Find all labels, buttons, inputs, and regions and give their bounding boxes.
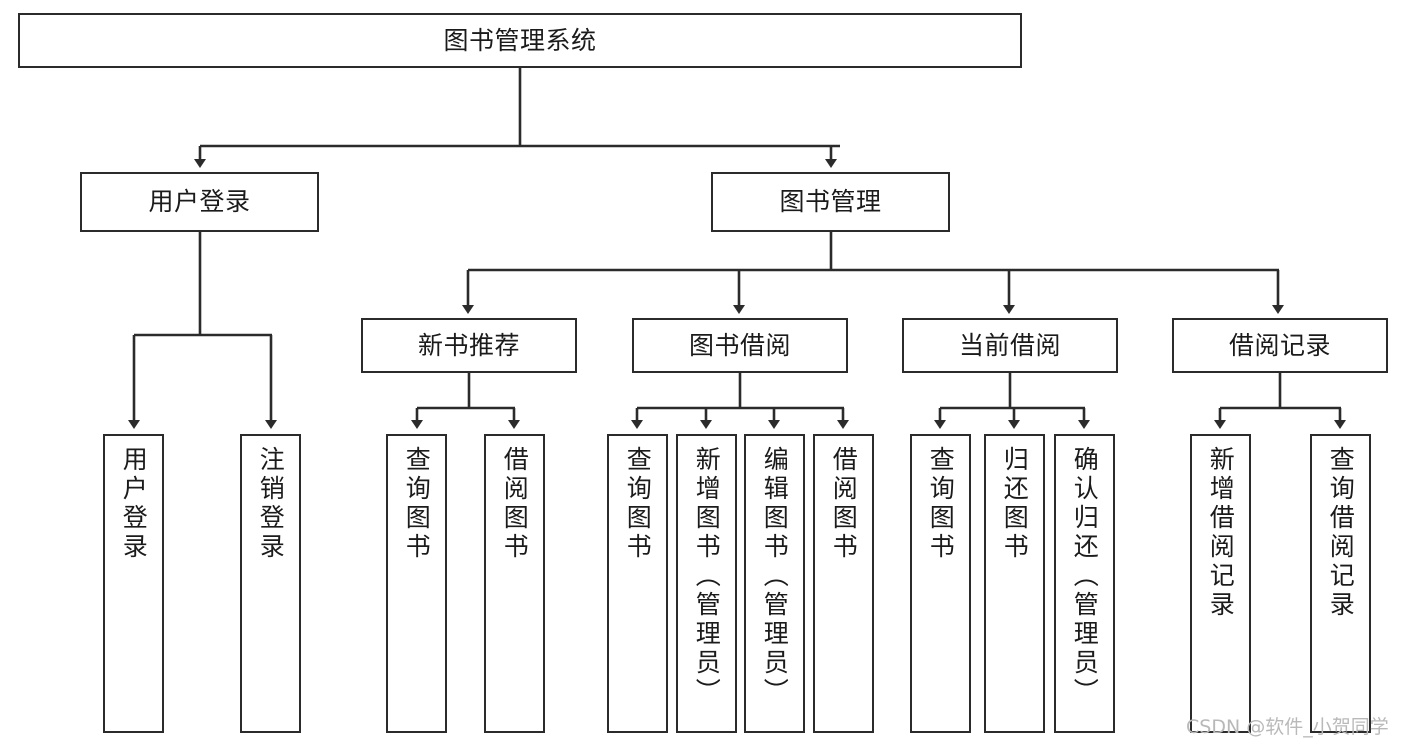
node-leaf-user-logout[interactable]: 注销登录: [240, 434, 301, 733]
node-new-book-recommend[interactable]: 新书推荐: [361, 318, 577, 373]
node-leaf-user-login-label: 用户登录: [119, 446, 149, 562]
node-leaf-borrow-book-recommend-label: 借阅图书: [500, 446, 530, 562]
node-leaf-query-book-current[interactable]: 查询图书: [910, 434, 971, 733]
node-root-label: 图书管理系统: [443, 25, 597, 55]
node-leaf-query-book-borrow-label: 查询图书: [623, 446, 653, 562]
node-leaf-borrow-book-recommend[interactable]: 借阅图书: [484, 434, 545, 733]
node-leaf-confirm-return-admin-label: 确认归还（管理员）: [1070, 446, 1100, 707]
node-leaf-add-book-admin-label: 新增图书（管理员）: [692, 446, 722, 707]
node-borrow-record-label: 借阅记录: [1228, 330, 1331, 360]
node-current-borrow[interactable]: 当前借阅: [902, 318, 1118, 373]
node-leaf-edit-book-admin-label: 编辑图书（管理员）: [760, 446, 790, 707]
watermark: CSDN @软件_小贺同学: [1186, 716, 1389, 738]
node-leaf-query-book-current-label: 查询图书: [926, 446, 956, 562]
node-leaf-return-book[interactable]: 归还图书: [984, 434, 1045, 733]
node-book-manage-label: 图书管理: [779, 187, 882, 217]
node-leaf-query-book-recommend[interactable]: 查询图书: [386, 434, 447, 733]
node-leaf-query-book-recommend-label: 查询图书: [402, 446, 432, 562]
node-book-borrow[interactable]: 图书借阅: [632, 318, 848, 373]
node-book-borrow-label: 图书借阅: [688, 330, 791, 360]
node-leaf-query-borrow-record[interactable]: 查询借阅记录: [1310, 434, 1371, 733]
node-leaf-query-borrow-record-label: 查询借阅记录: [1326, 446, 1356, 620]
node-leaf-user-login[interactable]: 用户登录: [103, 434, 164, 733]
node-leaf-add-borrow-record-label: 新增借阅记录: [1206, 446, 1236, 620]
node-leaf-return-book-label: 归还图书: [1000, 446, 1030, 562]
node-leaf-query-book-borrow[interactable]: 查询图书: [607, 434, 668, 733]
node-leaf-add-book-admin[interactable]: 新增图书（管理员）: [676, 434, 737, 733]
node-leaf-confirm-return-admin[interactable]: 确认归还（管理员）: [1054, 434, 1115, 733]
node-current-borrow-label: 当前借阅: [958, 330, 1061, 360]
node-root[interactable]: 图书管理系统: [18, 13, 1022, 68]
node-new-book-recommend-label: 新书推荐: [417, 330, 520, 360]
node-book-manage[interactable]: 图书管理: [711, 172, 950, 232]
node-leaf-borrow-book-label: 借阅图书: [829, 446, 859, 562]
node-leaf-user-logout-label: 注销登录: [256, 446, 286, 562]
node-user-login[interactable]: 用户登录: [80, 172, 319, 232]
node-leaf-borrow-book[interactable]: 借阅图书: [813, 434, 874, 733]
node-borrow-record[interactable]: 借阅记录: [1172, 318, 1388, 373]
node-leaf-add-borrow-record[interactable]: 新增借阅记录: [1190, 434, 1251, 733]
node-user-login-label: 用户登录: [148, 187, 251, 217]
node-leaf-edit-book-admin[interactable]: 编辑图书（管理员）: [744, 434, 805, 733]
